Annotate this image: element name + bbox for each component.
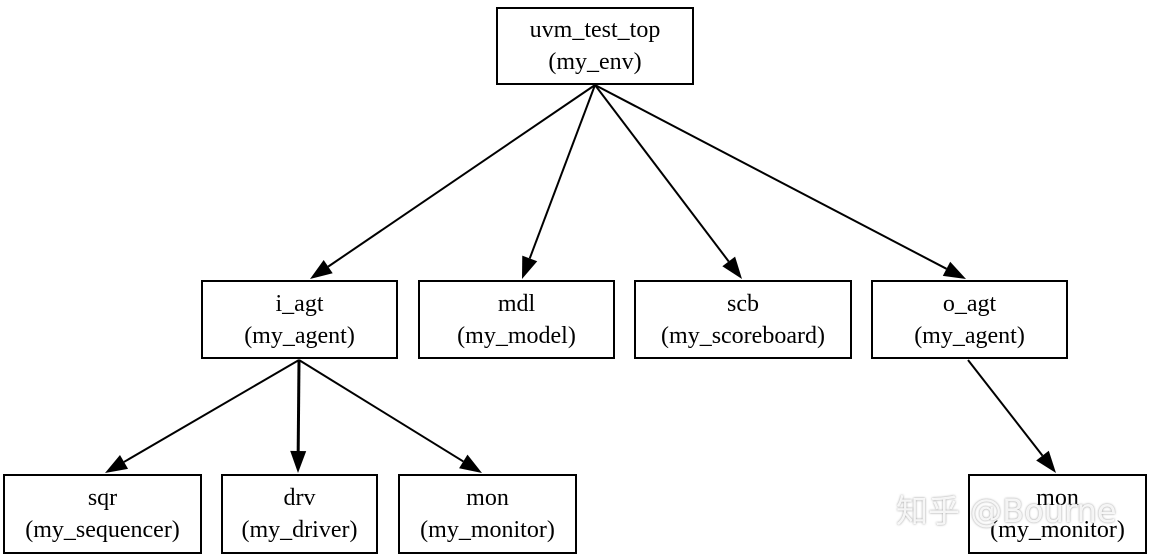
node-type: (my_monitor)	[990, 517, 1125, 543]
node-type: (my_env)	[548, 49, 642, 75]
node-name: uvm_test_top	[529, 17, 661, 43]
watermark: 知乎 @Bourne	[896, 492, 1117, 530]
node-name: mon	[1036, 485, 1079, 511]
arrowhead-top-to-i_agt	[310, 260, 333, 279]
node-uvm-test-top: uvm_test_top (my_env)	[496, 7, 694, 85]
node-name: sqr	[87, 485, 118, 511]
edge-i_agt-to-sqr	[123, 359, 300, 463]
node-type: (my_driver)	[241, 517, 358, 543]
edge-top-to-mdl	[528, 84, 596, 259]
node-sqr: sqr (my_sequencer)	[3, 474, 202, 554]
node-type: (my_agent)	[914, 322, 1025, 349]
node-type: (my_sequencer)	[25, 517, 180, 543]
node-type: (my_scoreboard)	[661, 322, 825, 349]
node-mon-input: mon (my_monitor)	[398, 474, 577, 554]
edge-top-to-i_agt	[327, 84, 596, 268]
edge-top-to-o_agt	[594, 84, 947, 270]
node-mdl: mdl (my_model)	[418, 280, 615, 359]
arrowhead-top-to-mdl	[522, 255, 538, 279]
node-drv: drv (my_driver)	[221, 474, 378, 554]
arrowhead-i_agt-to-mon_i	[459, 454, 482, 473]
node-name: mdl	[497, 290, 536, 317]
arrowhead-i_agt-to-drv	[290, 450, 307, 473]
node-mon-output: mon (my_monitor)	[968, 474, 1147, 554]
arrowhead-top-to-scb	[722, 256, 742, 279]
node-name: drv	[283, 485, 316, 511]
node-name: mon	[466, 485, 509, 511]
edge-i_agt-to-mon_i	[298, 359, 464, 463]
arrowhead-o_agt-to-mon_o	[1036, 450, 1056, 473]
node-o-agt: o_agt (my_agent)	[871, 280, 1068, 359]
edge-i_agt-to-drv	[296, 359, 301, 452]
node-type: (my_model)	[457, 322, 576, 349]
node-i-agt: i_agt (my_agent)	[201, 280, 398, 359]
arrowhead-i_agt-to-sqr	[105, 455, 129, 473]
edge-o_agt-to-mon_o	[967, 359, 1044, 457]
node-name: i_agt	[275, 290, 324, 317]
node-type: (my_agent)	[244, 322, 355, 349]
arrowhead-top-to-o_agt	[942, 261, 966, 279]
edge-top-to-scb	[594, 84, 730, 263]
node-scb: scb (my_scoreboard)	[634, 280, 852, 359]
node-name: o_agt	[942, 290, 997, 317]
node-type: (my_monitor)	[420, 517, 555, 543]
node-name: scb	[727, 290, 759, 317]
